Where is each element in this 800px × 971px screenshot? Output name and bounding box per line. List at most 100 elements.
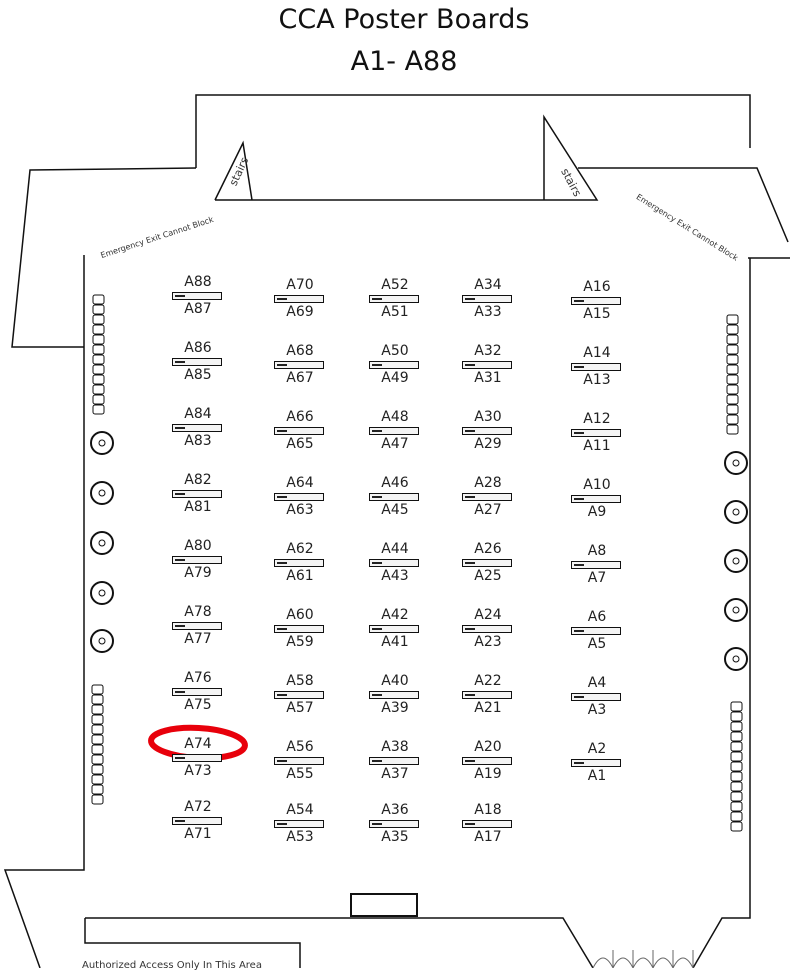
chair-icon: [726, 314, 739, 325]
board-label-A87: A87: [184, 301, 212, 317]
board-label-A86: A86: [184, 340, 212, 356]
board-label-A78: A78: [184, 604, 212, 620]
board-label-A14: A14: [583, 345, 611, 361]
board-label-A73: A73: [184, 763, 212, 779]
board-label-A11: A11: [583, 438, 611, 454]
chair-icon: [730, 701, 743, 712]
poster-board-A52-A51: [369, 295, 419, 303]
pillar-icon: [90, 531, 114, 555]
chair-icon: [91, 694, 104, 705]
chair-icon: [91, 794, 104, 805]
board-label-A66: A66: [286, 409, 314, 425]
board-label-A50: A50: [381, 343, 409, 359]
chair-icon: [730, 821, 743, 832]
board-label-A80: A80: [184, 538, 212, 554]
board-label-A8: A8: [587, 543, 607, 559]
poster-board-A64-A63: [274, 493, 324, 501]
chair-icon: [92, 354, 105, 365]
board-label-A31: A31: [474, 370, 502, 386]
board-label-A20: A20: [474, 739, 502, 755]
poster-board-A72-A71: [172, 817, 222, 825]
board-label-A63: A63: [286, 502, 314, 518]
chair-icon: [726, 384, 739, 395]
poster-board-A82-A81: [172, 490, 222, 498]
chair-icon: [730, 731, 743, 742]
chair-icon: [91, 774, 104, 785]
board-label-A10: A10: [583, 477, 611, 493]
chair-icon: [91, 744, 104, 755]
chair-icon: [730, 741, 743, 752]
poster-board-A6-A5: [571, 627, 621, 635]
poster-board-A44-A43: [369, 559, 419, 567]
poster-board-A50-A49: [369, 361, 419, 369]
board-label-A23: A23: [474, 634, 502, 650]
board-label-A70: A70: [286, 277, 314, 293]
board-label-A64: A64: [286, 475, 314, 491]
chair-icon: [730, 801, 743, 812]
poster-board-A14-A13: [571, 363, 621, 371]
board-label-A13: A13: [583, 372, 611, 388]
poster-board-A40-A39: [369, 691, 419, 699]
board-label-A27: A27: [474, 502, 502, 518]
chair-icon: [726, 414, 739, 425]
chair-icon: [91, 704, 104, 715]
board-label-A48: A48: [381, 409, 409, 425]
title-line-1: CCA Poster Boards: [278, 4, 530, 35]
board-label-A46: A46: [381, 475, 409, 491]
board-label-A33: A33: [474, 304, 502, 320]
board-label-A51: A51: [381, 304, 409, 320]
chair-icon: [730, 771, 743, 782]
board-label-A22: A22: [474, 673, 502, 689]
poster-board-A4-A3: [571, 693, 621, 701]
pillar-icon: [724, 598, 748, 622]
board-label-A9: A9: [587, 504, 607, 520]
board-label-A29: A29: [474, 436, 502, 452]
board-label-A75: A75: [184, 697, 212, 713]
board-label-A81: A81: [184, 499, 212, 515]
chair-icon: [91, 714, 104, 725]
chair-icon: [726, 344, 739, 355]
poster-board-A60-A59: [274, 625, 324, 633]
board-label-A62: A62: [286, 541, 314, 557]
board-label-A7: A7: [587, 570, 607, 586]
board-label-A84: A84: [184, 406, 212, 422]
board-label-A26: A26: [474, 541, 502, 557]
chair-icon: [91, 724, 104, 735]
board-label-A4: A4: [587, 675, 607, 691]
board-label-A49: A49: [381, 370, 409, 386]
board-label-A41: A41: [381, 634, 409, 650]
poster-board-A10-A9: [571, 495, 621, 503]
chair-icon: [92, 384, 105, 395]
chair-icon: [726, 354, 739, 365]
poster-board-A80-A79: [172, 556, 222, 564]
poster-board-A32-A31: [462, 361, 512, 369]
board-label-A58: A58: [286, 673, 314, 689]
poster-board-A86-A85: [172, 358, 222, 366]
chair-icon: [726, 394, 739, 405]
chair-icon: [730, 811, 743, 822]
chair-icon: [92, 304, 105, 315]
chair-icon: [726, 364, 739, 375]
chair-icon: [92, 394, 105, 405]
board-label-A54: A54: [286, 802, 314, 818]
poster-board-A8-A7: [571, 561, 621, 569]
poster-board-A68-A67: [274, 361, 324, 369]
board-label-A24: A24: [474, 607, 502, 623]
poster-board-A78-A77: [172, 622, 222, 630]
board-label-A55: A55: [286, 766, 314, 782]
pillar-icon: [90, 431, 114, 455]
chair-icon: [730, 791, 743, 802]
board-label-A43: A43: [381, 568, 409, 584]
board-label-A42: A42: [381, 607, 409, 623]
board-label-A36: A36: [381, 802, 409, 818]
board-label-A74: A74: [184, 736, 212, 752]
poster-board-A88-A87: [172, 292, 222, 300]
board-label-A25: A25: [474, 568, 502, 584]
chair-icon: [726, 324, 739, 335]
pillar-icon: [724, 647, 748, 671]
chair-icon: [91, 754, 104, 765]
board-label-A6: A6: [587, 609, 607, 625]
board-label-A19: A19: [474, 766, 502, 782]
board-label-A39: A39: [381, 700, 409, 716]
